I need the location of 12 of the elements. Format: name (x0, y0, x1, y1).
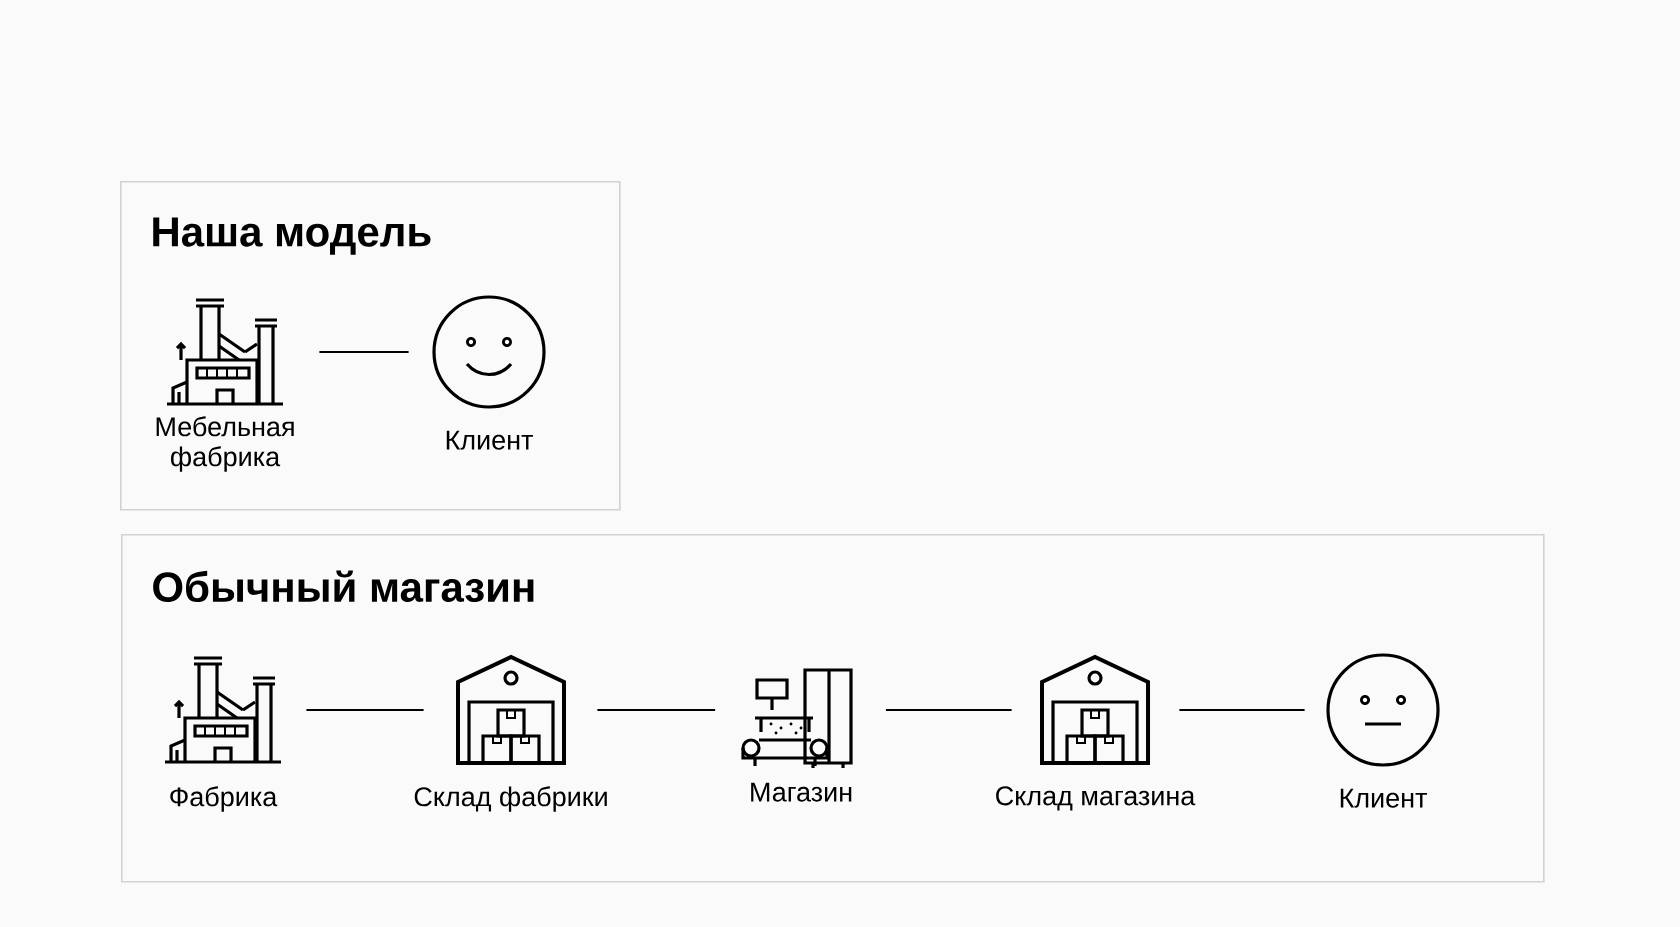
node-label: Мебельная фабрика (156, 416, 294, 472)
node-label: Клиент (1340, 788, 1427, 808)
node-label: Склад магазина (996, 786, 1196, 811)
node-label: Магазин (751, 782, 852, 802)
connector-line (319, 350, 409, 354)
node-label: Клиент (446, 430, 533, 450)
connector-line (597, 708, 716, 712)
connector-line (306, 708, 424, 712)
connector-line (1179, 708, 1305, 712)
connector-line (885, 708, 1012, 712)
node-label: Склад фабрики (414, 786, 607, 812)
node-label: Фабрика (170, 786, 278, 812)
